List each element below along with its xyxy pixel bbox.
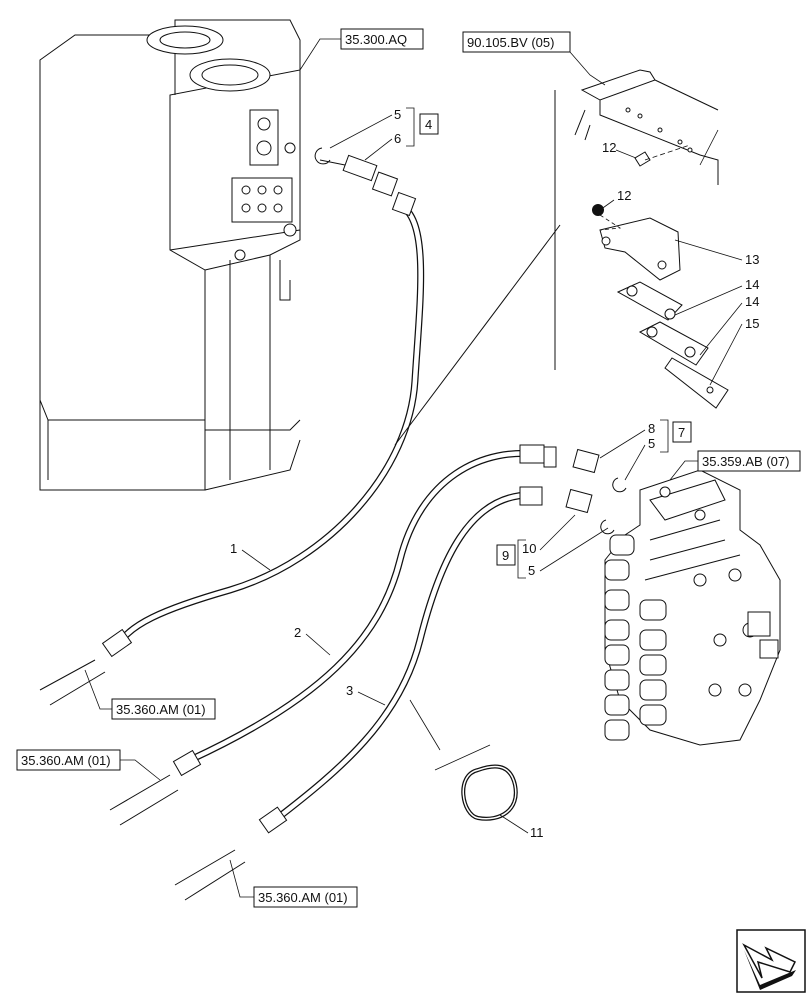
ref-tank[interactable]: 35.300.AQ [340, 28, 424, 50]
callout-10: 10 [522, 541, 536, 556]
hose-3 [174, 486, 543, 901]
ref-bracket-label: 90.105.BV (05) [467, 35, 554, 50]
ref-line-a-label: 35.360.AM (01) [116, 702, 206, 717]
ref-valve-label: 35.359.AB (07) [702, 454, 789, 469]
callout-4: 4 [425, 117, 432, 132]
callout-5c: 5 [528, 563, 535, 578]
callout-8: 8 [648, 421, 655, 436]
ref-line-c-label: 35.360.AM (01) [258, 890, 348, 905]
callout-2: 2 [294, 625, 301, 640]
callout-7-box: 7 [672, 421, 692, 443]
callout-1: 1 [230, 541, 237, 556]
hydraulic-tank [39, 19, 301, 491]
control-valve [604, 469, 781, 746]
callout-13: 13 [745, 252, 759, 267]
arrow-next-icon[interactable] [736, 929, 806, 993]
callout-5a: 5 [394, 107, 401, 122]
callout-4-box: 4 [419, 113, 439, 135]
hose-2 [109, 444, 557, 826]
ref-tank-label: 35.300.AQ [345, 32, 407, 47]
fitting-8 [572, 448, 600, 474]
fitting-10 [565, 488, 593, 514]
ref-line-b[interactable]: 35.360.AM (01) [16, 749, 121, 771]
ref-bracket[interactable]: 90.105.BV (05) [462, 31, 571, 53]
callout-11: 11 [530, 825, 544, 840]
hose-1 [39, 154, 425, 706]
callout-12b: 12 [617, 188, 631, 203]
callout-12a: 12 [602, 140, 616, 155]
callout-14b: 14 [745, 294, 759, 309]
o-ring-5b [612, 477, 627, 493]
callout-9: 9 [502, 548, 509, 563]
callout-6: 6 [394, 131, 401, 146]
callout-3: 3 [346, 683, 353, 698]
callout-5b: 5 [648, 436, 655, 451]
callout-9-box: 9 [496, 544, 516, 566]
ref-line-c[interactable]: 35.360.AM (01) [253, 886, 358, 908]
ref-valve[interactable]: 35.359.AB (07) [697, 450, 801, 472]
ref-line-a[interactable]: 35.360.AM (01) [111, 698, 216, 720]
o-ring-5 [314, 147, 331, 165]
ref-line-b-label: 35.360.AM (01) [21, 753, 111, 768]
o-ring-11 [461, 764, 518, 821]
bracket-assembly [574, 69, 729, 409]
callout-14a: 14 [745, 277, 759, 292]
callouts: 1 2 3 5 6 4 8 5 7 9 10 5 11 [230, 107, 759, 840]
callout-15: 15 [745, 316, 759, 331]
callout-7: 7 [678, 425, 685, 440]
